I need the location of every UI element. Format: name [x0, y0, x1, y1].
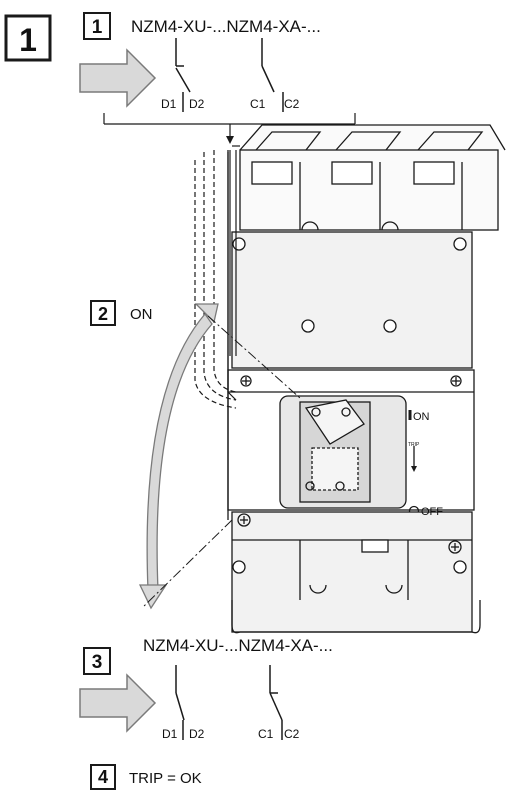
auxiliary-contact-plates	[194, 145, 240, 409]
step-4-label: TRIP = OK	[129, 770, 202, 787]
step-1-title: NZM4-XU-...NZM4-XA-...	[131, 17, 321, 36]
step-1: 1 NZM4-XU-...NZM4-XA-...	[83, 12, 321, 40]
step-4-number: 4	[98, 767, 108, 787]
step-3-number: 3	[92, 652, 103, 673]
contacts-bottom	[175, 665, 283, 740]
step-1-number: 1	[92, 17, 103, 38]
push-arrow-bottom	[79, 673, 157, 733]
contact-label-d2-top: D2	[189, 97, 205, 111]
rotation-arrow	[138, 303, 219, 610]
step-4: 4 TRIP = OK	[90, 764, 202, 790]
circuit-breaker	[227, 124, 506, 634]
step-3-title: NZM4-XU-...NZM4-XA-...	[143, 636, 333, 655]
figure-number: 1	[19, 22, 37, 58]
contact-label-d2-bottom: D2	[189, 727, 205, 741]
step-2-number: 2	[98, 304, 108, 324]
step-2: 2 ON	[90, 300, 153, 326]
contact-label-c1-bottom: C1	[258, 727, 274, 741]
push-arrow-top	[79, 48, 157, 108]
contact-label-d1-top: D1	[161, 97, 177, 111]
contact-label-c2-top: C2	[284, 97, 300, 111]
step-2-label: ON	[130, 306, 153, 323]
breaker-off-label: OFF	[421, 506, 443, 518]
breaker-trip-label: TRIP	[408, 442, 420, 448]
guide-lines	[141, 315, 301, 609]
step-3: 3 NZM4-XU-...NZM4-XA-...	[83, 636, 333, 675]
bracket	[103, 113, 356, 144]
contact-label-c1-top: C1	[250, 97, 266, 111]
figure-number-box: 1	[4, 14, 52, 62]
contact-label-d1-bottom: D1	[162, 727, 178, 741]
contacts-top	[175, 38, 284, 112]
breaker-on-label: ON	[413, 411, 430, 423]
contact-label-c2-bottom: C2	[284, 727, 300, 741]
